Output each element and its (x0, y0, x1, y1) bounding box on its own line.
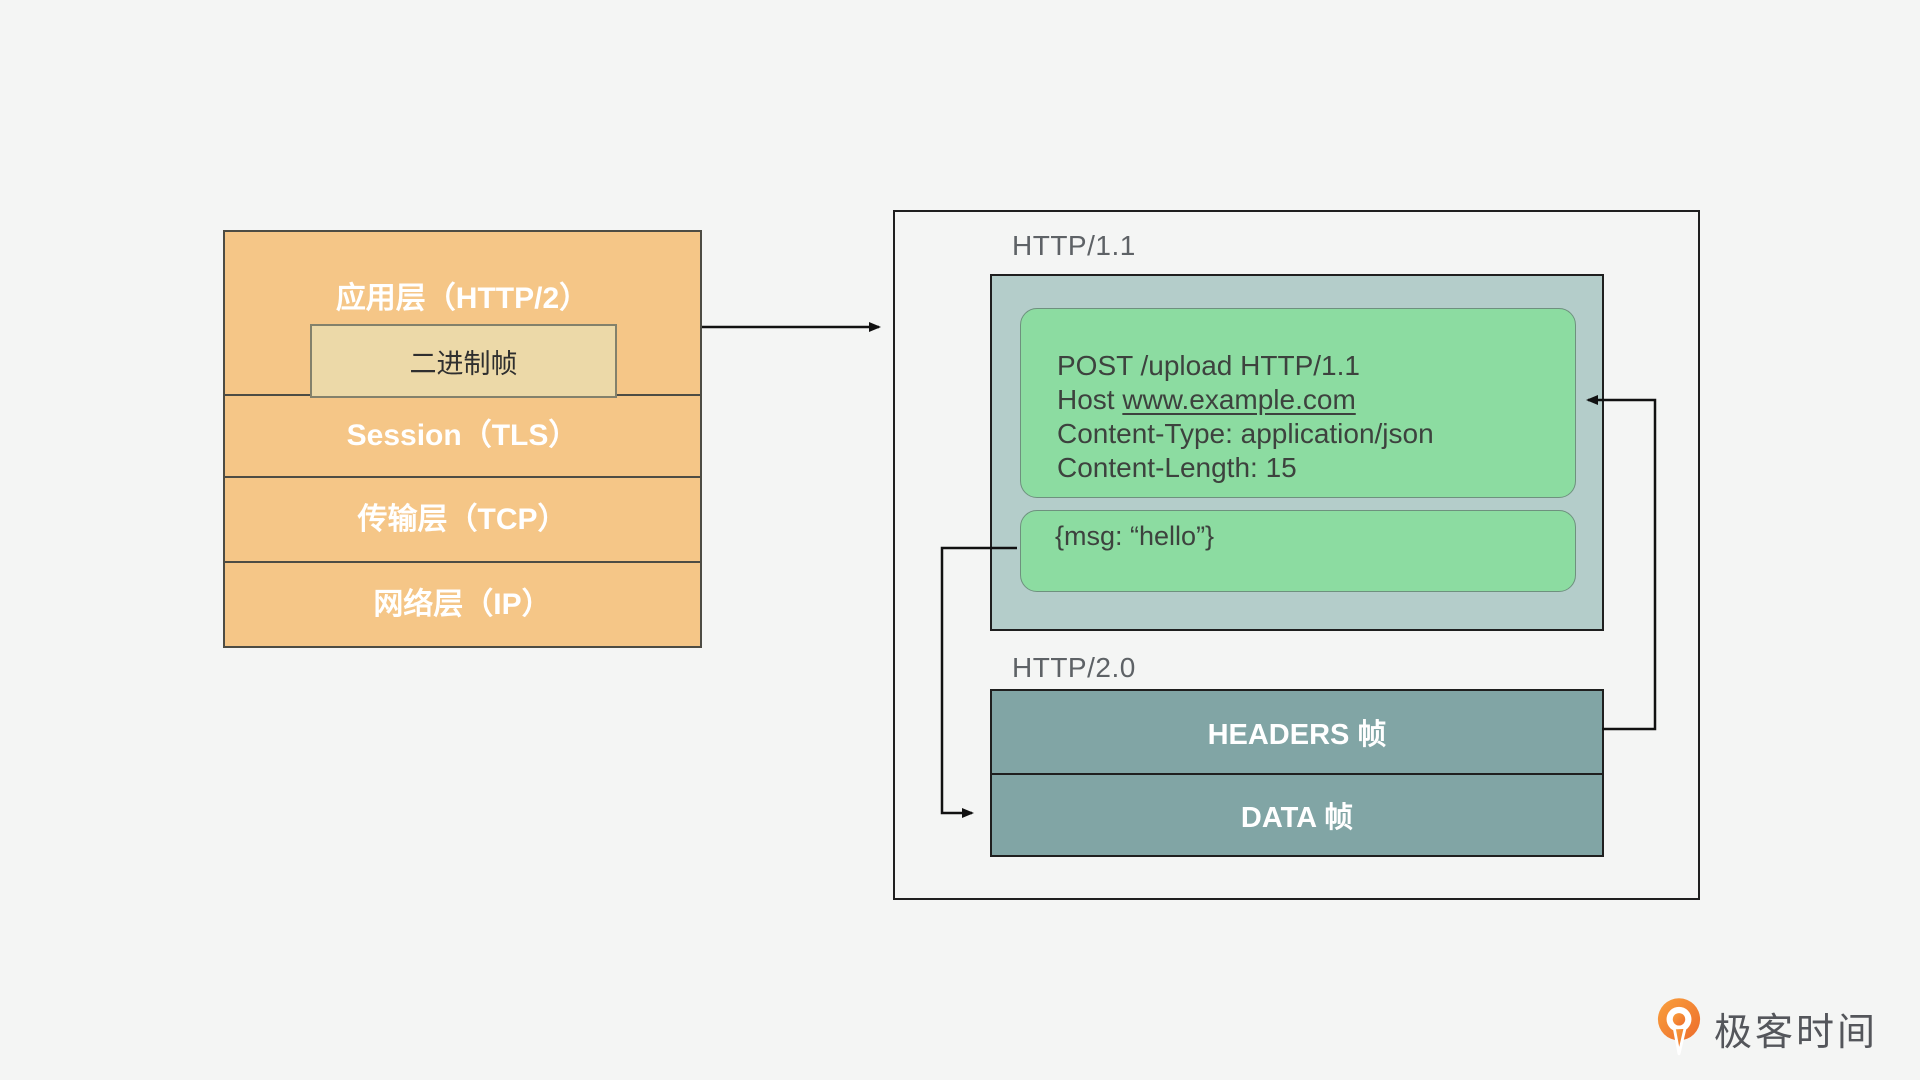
layer-application: 应用层（HTTP/2） 二进制帧 (225, 232, 700, 398)
http11-request-headers-box: POST /upload HTTP/1.1 Host www.example.c… (1020, 308, 1576, 498)
content-type-line: Content-Type: application/json (1057, 418, 1434, 449)
binary-frame-box: 二进制帧 (310, 324, 617, 398)
layer-network: 网络层（IP） (225, 561, 700, 646)
layer-session-label: Session（TLS） (346, 419, 579, 452)
layer-network-label: 网络层（IP） (373, 587, 552, 621)
http11-label: HTTP/1.1 (1012, 230, 1136, 261)
http-comparison-panel: HTTP/1.1 POST /upload HTTP/1.1 Host www.… (893, 210, 1700, 900)
http2-frames-box: HEADERS 帧 DATA 帧 (990, 689, 1604, 857)
protocol-stack: 应用层（HTTP/2） 二进制帧 Session（TLS） 传输层（TCP） 网… (223, 230, 702, 648)
geektime-logo-text: 极客时间 (1714, 1012, 1879, 1054)
headers-frame-label: HEADERS 帧 (1207, 719, 1387, 751)
http11-message-container: POST /upload HTTP/1.1 Host www.example.c… (990, 274, 1604, 631)
headers-frame-row: HEADERS 帧 (992, 691, 1602, 773)
geektime-logo: 极客时间 (1656, 995, 1878, 1056)
content-length-line: Content-Length: 15 (1057, 452, 1297, 483)
host-line: Host www.example.com (1057, 384, 1356, 415)
http20-label: HTTP/2.0 (1012, 652, 1136, 683)
data-frame-row: DATA 帧 (992, 773, 1602, 855)
http11-request-body-box: {msg: “hello”} (1020, 510, 1576, 592)
host-domain-link: www.example.com (1122, 384, 1356, 415)
data-frame-label: DATA 帧 (1240, 802, 1354, 834)
layer-transport-label: 传输层（TCP） (357, 502, 568, 536)
geektime-logo-icon (1657, 997, 1701, 1055)
body-json: {msg: “hello”} (1055, 521, 1215, 551)
layer-transport: 传输层（TCP） (225, 476, 700, 561)
request-line: POST /upload HTTP/1.1 (1057, 350, 1360, 381)
binary-frame-label: 二进制帧 (409, 348, 518, 379)
layer-session: Session（TLS） (225, 394, 700, 476)
layer-application-label: 应用层（HTTP/2） (335, 282, 590, 315)
